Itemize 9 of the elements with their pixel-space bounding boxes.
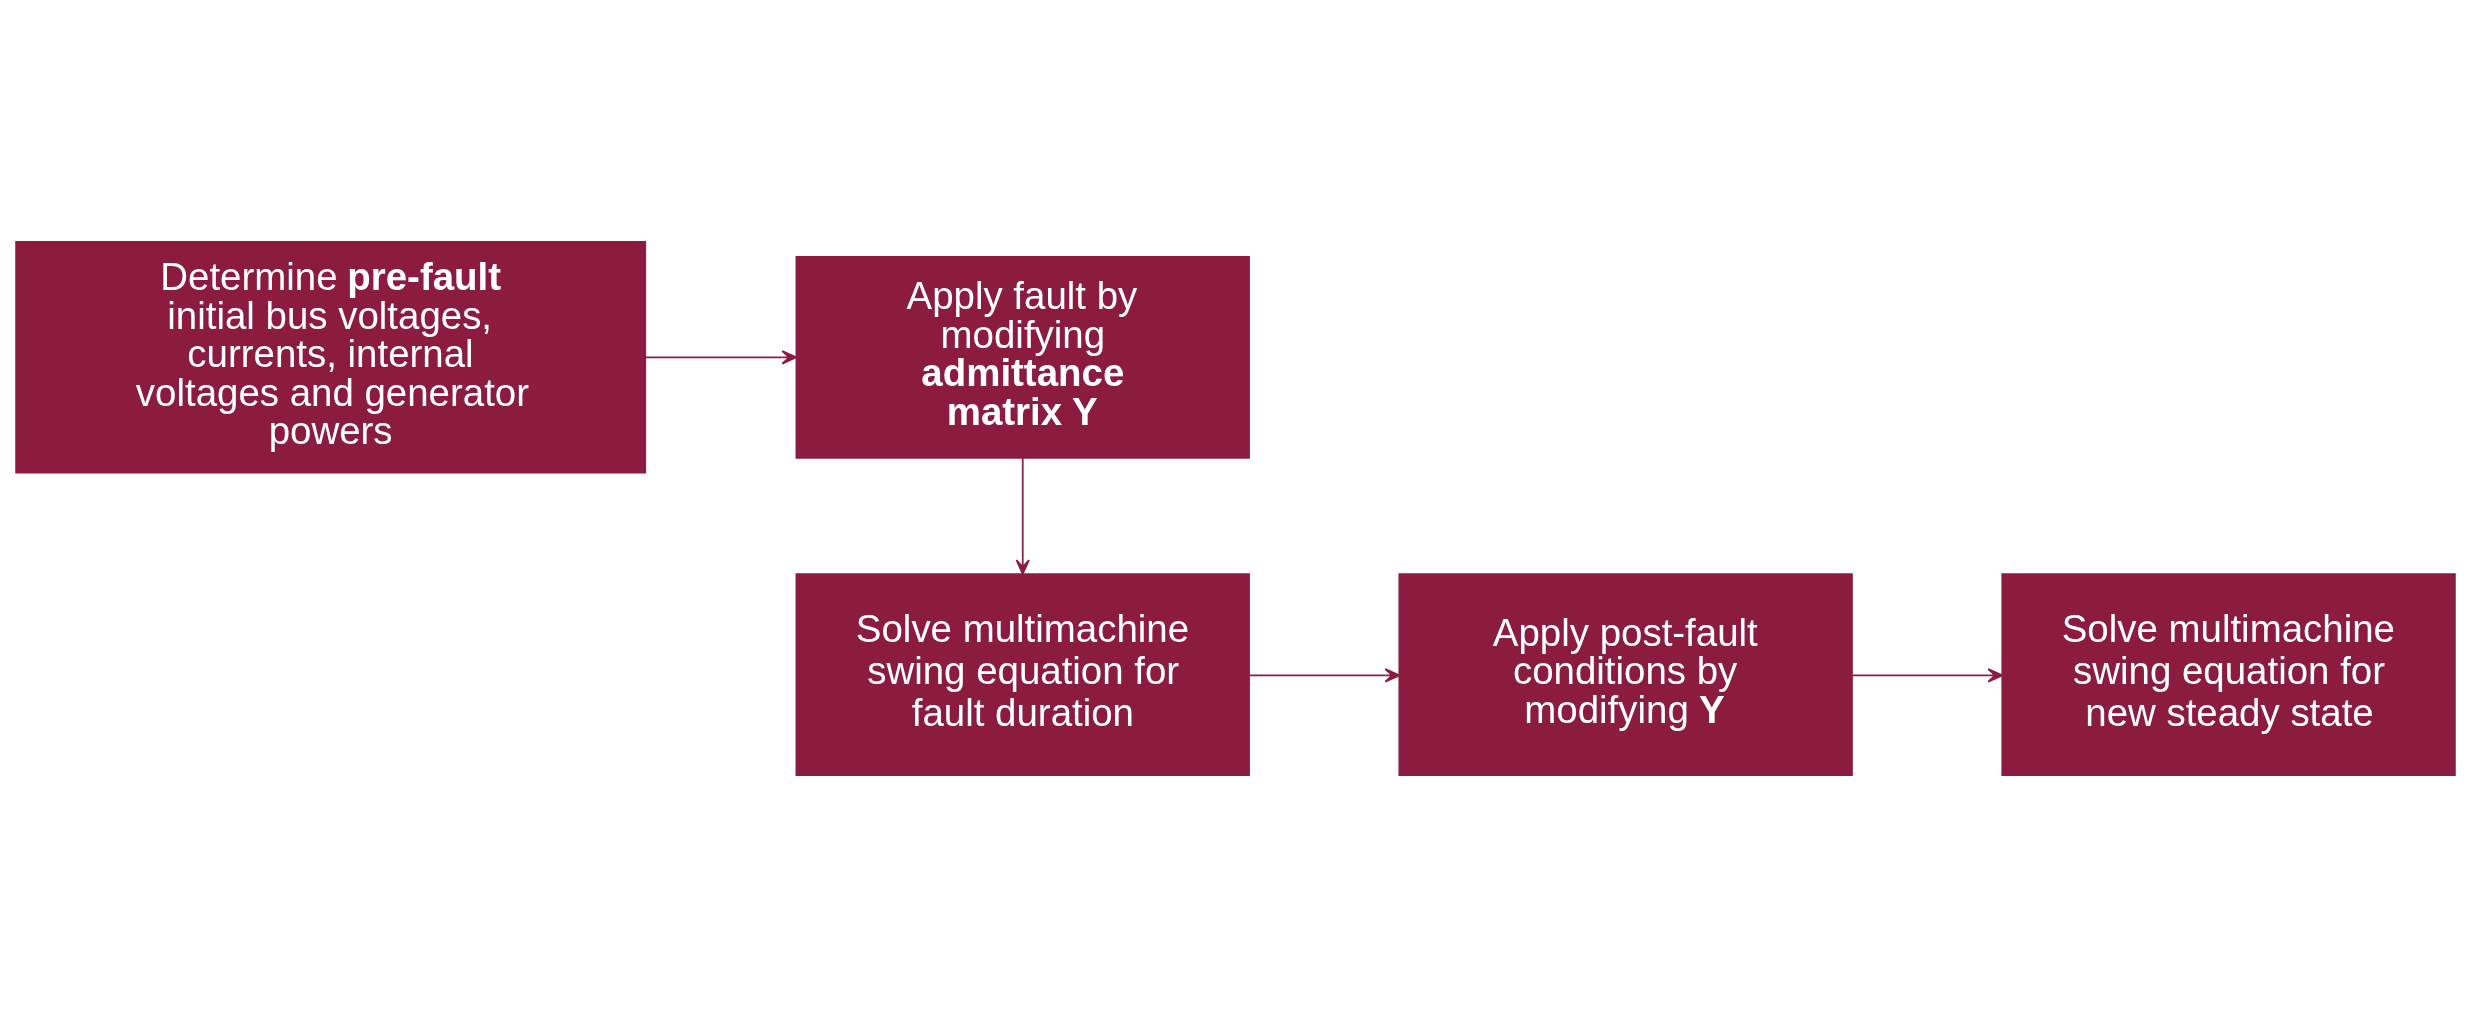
node-box: Determine pre-fault initial bus voltages, currents, internal voltages and generator powers [15,241,647,474]
arrow [1015,457,1030,575]
arrow [644,350,798,365]
node-box: Apply fault by modifying admittance matrix Y [795,255,1250,459]
arrow [1248,668,1401,683]
node-box: Solve multimachine swing equation for new steady state [2001,573,2456,776]
node-box: Solve multimachine swing equation for fault duration [795,573,1250,776]
node-box: Apply post-fault conditions by modifying Y [1398,573,1853,776]
arrow [1851,668,2004,683]
